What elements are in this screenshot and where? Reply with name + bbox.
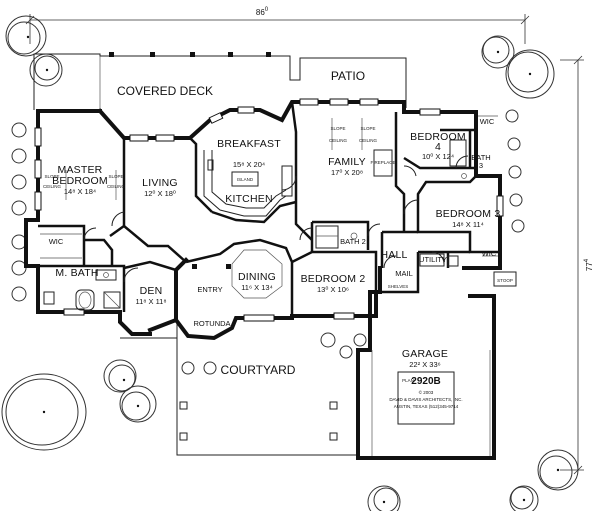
patio: PATIO (331, 69, 365, 83)
shrubs-right (505, 109, 525, 233)
label-entry: ENTRY (197, 285, 222, 294)
room-den-name: DEN (140, 285, 163, 297)
covered-deck-label: COVERED DECK (117, 84, 213, 98)
fixtures (40, 115, 517, 456)
label-bath3: BATH (471, 153, 490, 162)
room-den-dim: 11⁸ X 11⁸ (135, 297, 166, 306)
label-rotunda: ROTUNDA (193, 319, 230, 328)
label-bed4-wic: WIC (480, 117, 495, 126)
shrubs-left (11, 122, 27, 302)
room-bed4-name: BEDROOM (410, 131, 466, 143)
label-shelves: SHELVES (388, 284, 408, 289)
plan-credit-3: AUSTIN, TEXAS (512)345-9714 (394, 404, 459, 409)
plan-label: PLAN (402, 378, 414, 383)
room-garage-name: GARAGE (402, 348, 448, 360)
room-master-name: MASTER (58, 164, 103, 176)
room-kitchen-name: KITCHEN (225, 193, 273, 205)
room-bed2-dim: 13⁰ X 10⁶ (317, 285, 349, 294)
windows (34, 98, 504, 322)
room-family-name: FAMILY (328, 156, 366, 168)
label-slope-family-2: SLOPE (360, 126, 375, 131)
label-hall: HALL (380, 249, 407, 261)
patio-label: PATIO (331, 69, 365, 83)
label-ceiling-family-2: CEILING (359, 138, 378, 143)
room-bed2-name: BEDROOM 2 (301, 273, 366, 285)
courtyard-label: COURTYARD (221, 363, 296, 377)
label-mbath: M. BATH (55, 267, 98, 279)
room-living-dim: 12⁰ X 18⁰ (144, 189, 176, 198)
label-master-wic: WIC (49, 237, 64, 246)
room-kitchen-dim: 15⁸ X 20⁴ (233, 160, 265, 169)
label-stoop: STOOP (497, 278, 513, 283)
tree-top-right (481, 35, 555, 99)
landscaping (1, 15, 579, 511)
plan-credit-1: © 2003 (419, 389, 434, 395)
room-bed3-name: BEDROOM 3 (436, 208, 501, 220)
label-slope-master-2: SLOPE (108, 174, 123, 179)
plan-number: 2920B (411, 376, 440, 387)
room-bed4-dim: 10⁰ X 12⁴ (422, 152, 454, 161)
shrubs-bottom (181, 332, 367, 375)
label-ceiling-master-1: CEILING (43, 184, 62, 189)
tree-bottom-right (367, 449, 579, 511)
label-bed3-wic: WIC (482, 249, 497, 258)
room-dining-name: DINING (238, 271, 276, 283)
covered-deck: COVERED DECK (33, 52, 407, 110)
room-master-dim: 14⁸ X 18⁴ (64, 187, 96, 196)
room-bed4-name2: 4 (435, 141, 441, 153)
label-slope-family-1: SLOPE (330, 126, 345, 131)
label-island: ISLAND (237, 177, 254, 182)
overall-width-dimension: 860 (25, 7, 530, 44)
room-bed3-dim: 14⁸ X 11⁴ (452, 220, 484, 229)
room-living-name: LIVING (142, 177, 178, 189)
plan-title-block: PLAN 2920B © 2003 DAVID & DAVIS ARCHITEC… (389, 371, 463, 425)
label-bath3-num: 3 (479, 161, 483, 170)
label-mail: MAIL (395, 269, 413, 278)
room-breakfast-name: BREAKFAST (217, 138, 281, 150)
label-ceiling-family-1: CEILING (329, 138, 348, 143)
overall-depth-dimension: 774 (560, 55, 594, 475)
label-fireplace: FIREPLACE (370, 160, 395, 165)
room-garage-dim: 22² X 33⁶ (409, 360, 440, 369)
label-bath2: BATH 2 (340, 237, 366, 246)
label-utility: UTILITY (419, 255, 447, 264)
overall-depth-label: 774 (584, 258, 594, 271)
label-ceiling-master-2: CEILING (107, 184, 126, 189)
tree-bottom-left (1, 359, 157, 451)
label-slope-master-1: SLOPE (44, 174, 59, 179)
plan-credit-2: DAVID & DAVIS ARCHITECTS, INC. (389, 397, 462, 402)
room-dining-dim: 11⁶ X 13⁴ (241, 283, 273, 292)
room-labels: MASTER BEDROOM 14⁸ X 18⁴ LIVING 12⁰ X 18… (43, 117, 513, 369)
room-family-dim: 17⁰ X 20⁸ (331, 168, 363, 177)
room-master-name2: BEDROOM (52, 175, 108, 187)
overall-width-label: 860 (256, 7, 269, 17)
courtyard: COURTYARD (120, 322, 360, 456)
